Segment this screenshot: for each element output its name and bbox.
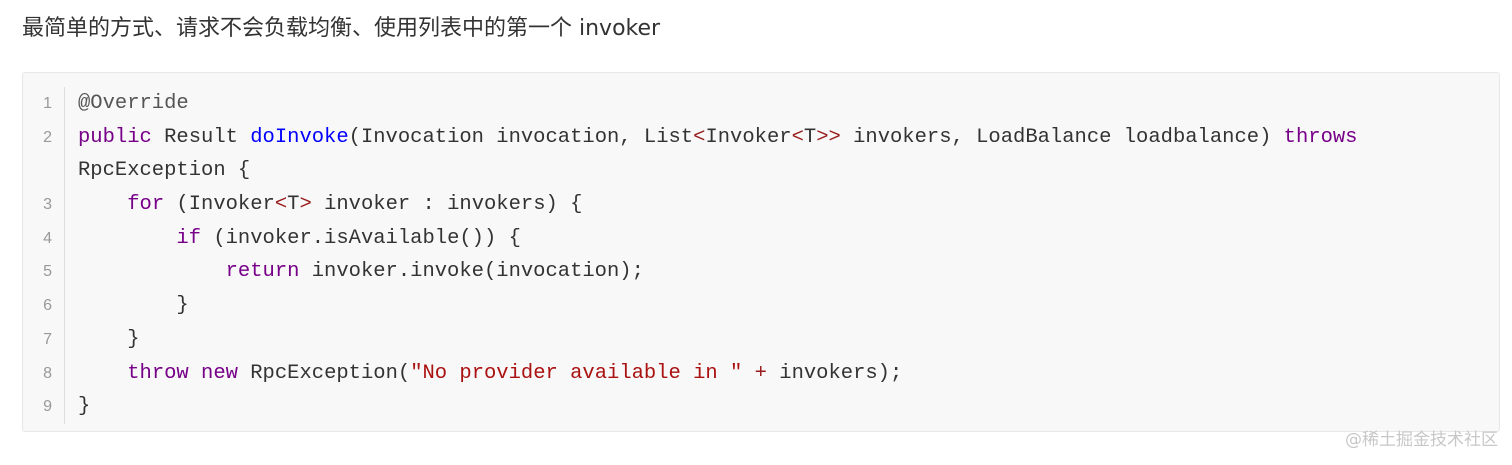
code-token-plain: invoker.invoke(invocation); [299, 260, 644, 284]
code-token-plain: T [803, 125, 817, 149]
code-token-plain: } [78, 395, 91, 419]
code-token-plain [78, 193, 127, 216]
code-token-op: + [754, 361, 767, 385]
line-number: 8 [23, 356, 65, 391]
code-text: return invoker.invoke(invocation); [65, 255, 644, 289]
code-line: 6 } [23, 289, 1499, 323]
code-line: 9} [23, 390, 1499, 424]
code-text: if (invoker.isAvailable()) { [65, 222, 521, 256]
code-token-op: < [274, 193, 288, 217]
line-number: 9 [23, 390, 65, 424]
code-text: @Override [65, 87, 189, 121]
line-number: 6 [23, 289, 65, 323]
code-token-plain [78, 260, 226, 283]
code-token-plain: invoker : invokers) { [311, 193, 583, 217]
code-token-keyword: throws [1283, 125, 1358, 149]
code-token-plain: T [287, 193, 300, 217]
code-token-op: < [791, 125, 804, 149]
code-text: for (Invoker<T> invoker : invokers) { [65, 188, 582, 222]
code-token-keyword: new [201, 361, 238, 385]
code-token-string: "No provider available in " [410, 361, 743, 385]
code-token-plain: } [78, 327, 140, 351]
code-token-plain: invokers, LoadBalance loadbalance) [840, 125, 1284, 149]
code-token-plain: RpcException { [78, 159, 251, 183]
code-token-keyword: if [176, 226, 202, 250]
line-number: 7 [23, 322, 65, 357]
line-number [23, 154, 65, 189]
line-number: 2 [23, 120, 65, 155]
code-line: 8 throw new RpcException("No provider av… [23, 356, 1499, 391]
line-number: 4 [23, 221, 65, 256]
code-text: throw new RpcException("No provider avai… [65, 357, 902, 391]
code-token-plain: RpcException( [237, 361, 411, 385]
code-line: 7 } [23, 322, 1499, 357]
code-line: 3 for (Invoker<T> invoker : invokers) { [23, 188, 1499, 222]
code-line: RpcException { [23, 154, 1499, 189]
code-text: public Result doInvoke(Invocation invoca… [65, 121, 1357, 155]
code-token-plain: (Invocation invocation, List [348, 125, 694, 149]
code-token-def: doInvoke [250, 125, 349, 149]
line-number: 3 [23, 188, 65, 222]
code-token-plain: (Invoker [164, 193, 275, 217]
code-line: 4 if (invoker.isAvailable()) { [23, 221, 1499, 256]
line-number: 5 [23, 255, 65, 290]
code-token-plain: (invoker.isAvailable()) { [201, 226, 521, 250]
code-line: 1 @Override [23, 87, 1499, 121]
line-number: 1 [23, 87, 65, 121]
code-token-op: > [299, 193, 312, 217]
code-token-keyword: public [78, 125, 152, 149]
code-text: } [65, 323, 140, 357]
code-token-plain [78, 227, 176, 250]
code-line: 5 return invoker.invoke(invocation); [23, 255, 1499, 290]
code-token-op: < [693, 125, 706, 149]
code-token-annotation: @Override [78, 92, 189, 115]
code-token-op: >> [816, 125, 841, 149]
code-token-keyword: for [127, 193, 165, 217]
code-text: } [65, 390, 90, 424]
code-text: } [65, 289, 189, 323]
watermark: @稀土掘金技术社区 [1345, 430, 1498, 450]
code-token-plain [742, 362, 754, 385]
code-token-keyword: return [225, 260, 300, 284]
code-token-keyword: throw [127, 361, 189, 385]
code-token-plain: Invoker [705, 125, 792, 149]
code-token-plain: Result [151, 125, 251, 149]
code-token-plain: invokers); [766, 361, 903, 385]
code-text: RpcException { [65, 154, 250, 188]
code-token-plain [189, 362, 201, 385]
code-token-plain: } [78, 294, 189, 318]
intro-paragraph: 最简单的方式、请求不会负载均衡、使用列表中的第一个 invoker [22, 16, 661, 41]
code-token-plain [78, 362, 127, 385]
